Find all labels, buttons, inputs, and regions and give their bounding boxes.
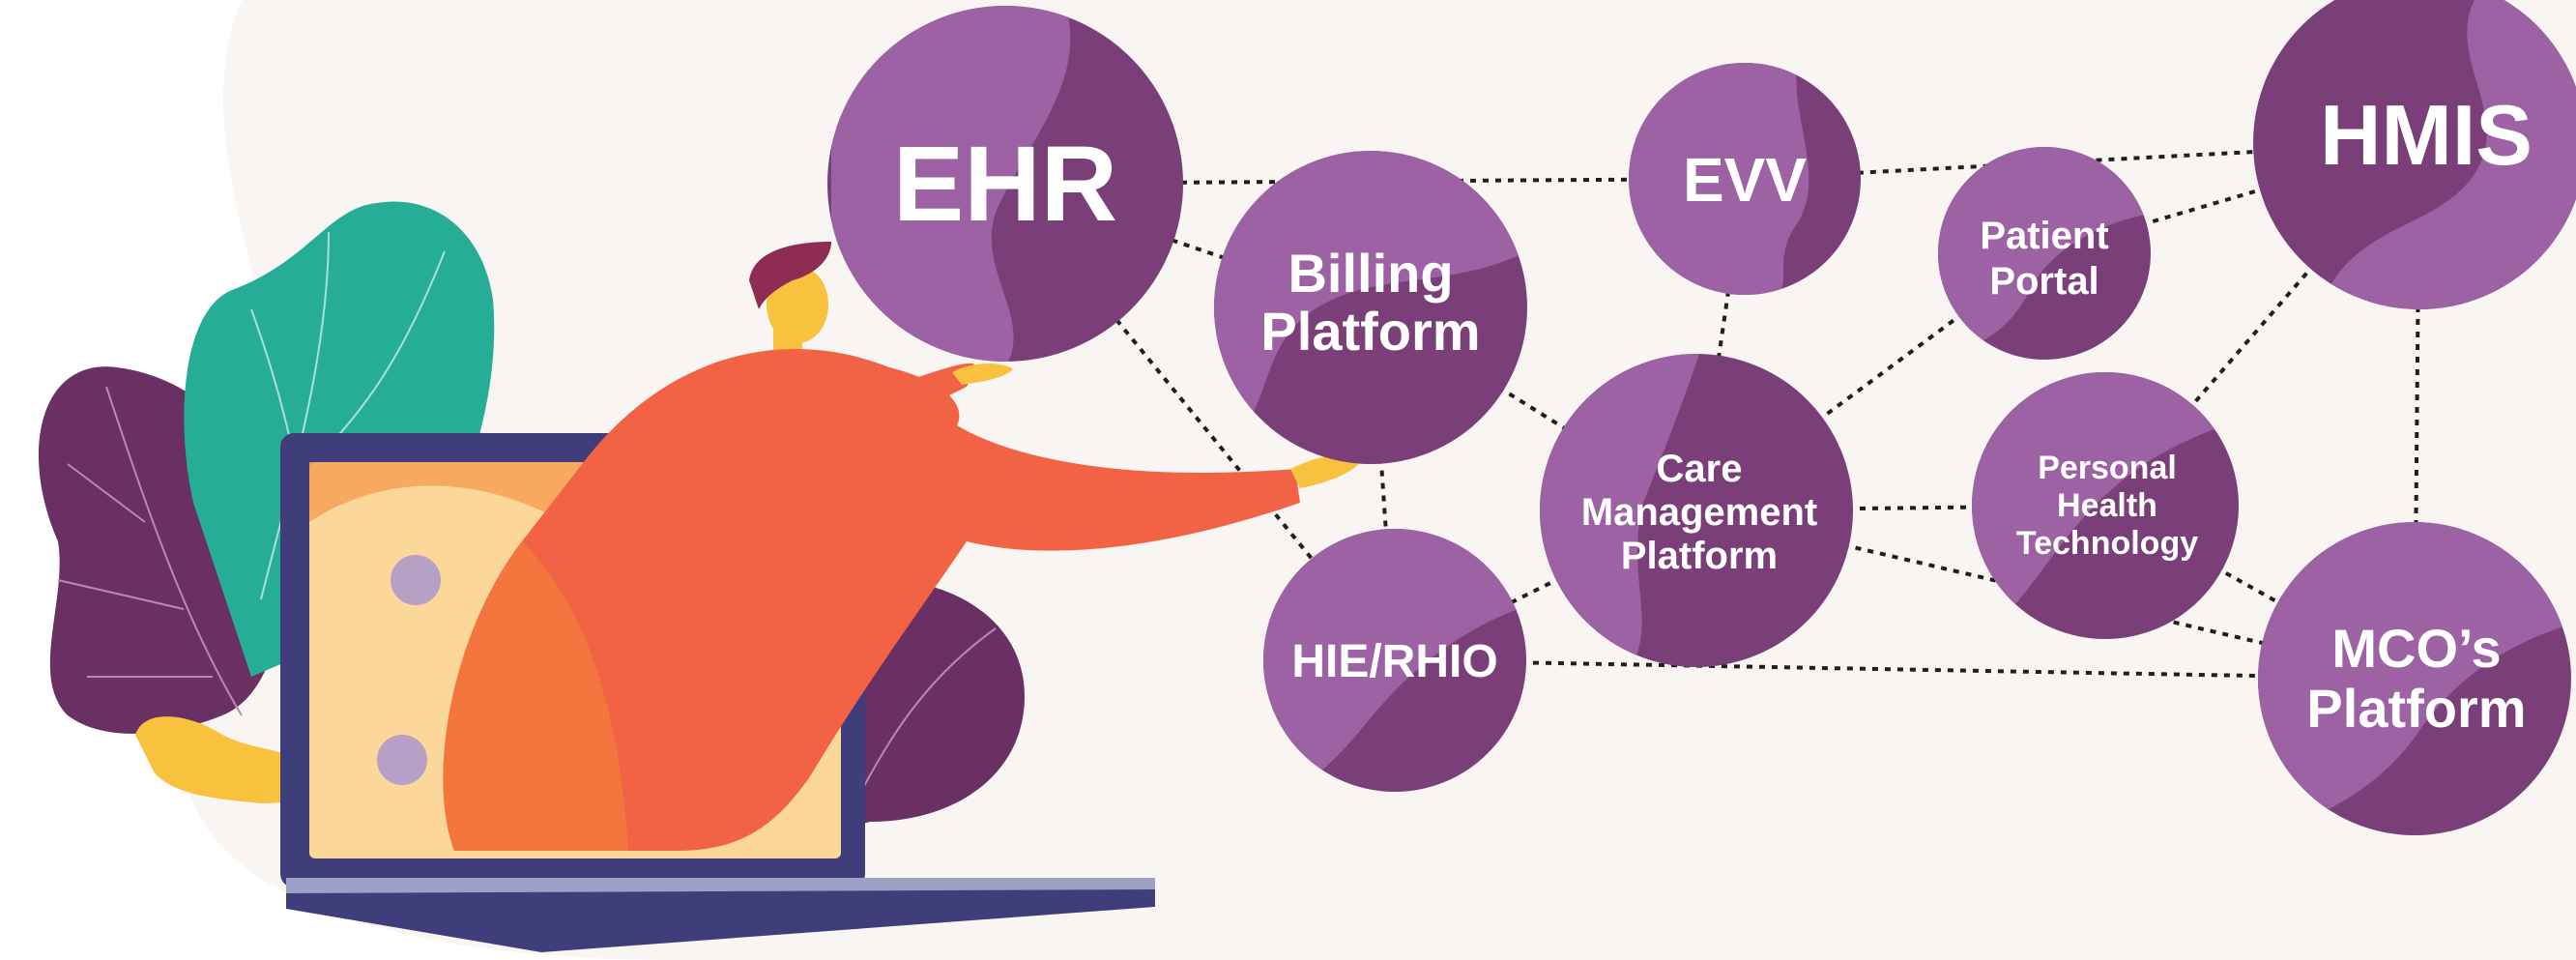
- person-reaching-icon: [443, 242, 1363, 851]
- node-evv-label: EVV: [1683, 145, 1807, 215]
- node-billing-label: Billing: [1288, 243, 1453, 304]
- node-personal-health-label-2: Health: [2057, 487, 2157, 524]
- node-mco-platform: MCO’s Platform: [2258, 522, 2571, 835]
- node-personal-health-label-3: Technology: [2016, 525, 2198, 562]
- connection-personal-health-mco: [2104, 504, 2416, 681]
- node-hmis: HMIS: [2253, 0, 2576, 309]
- node-billing-label-2: Platform: [1260, 301, 1480, 362]
- node-personal-health-label: Personal: [2038, 450, 2177, 486]
- node-hie-rhio-label: HIE/RHIO: [1291, 636, 1497, 687]
- node-care-management-label-2: Management: [1581, 491, 1818, 534]
- node-patient-portal-label-2: Portal: [1989, 260, 2098, 303]
- node-hie-rhio: HIE/RHIO: [1263, 529, 1526, 792]
- node-ehr-label: EHR: [893, 125, 1117, 244]
- node-ehr: EHR: [827, 6, 1183, 362]
- node-care-management-label: Care: [1657, 448, 1743, 490]
- node-evv: EVV: [1629, 63, 1861, 295]
- node-care-management-platform: Care Management Platform: [1540, 354, 1853, 667]
- node-mco-label-2: Platform: [2306, 678, 2526, 739]
- node-billing-platform: Billing Platform: [1214, 151, 1527, 464]
- node-hmis-label: HMIS: [2320, 87, 2533, 183]
- node-patient-portal: Patient Portal: [1938, 147, 2151, 360]
- connection-patient-portal-care-management: [1694, 251, 2046, 512]
- node-care-management-label-3: Platform: [1621, 535, 1778, 577]
- node-personal-health-technology: Personal Health Technology: [1972, 372, 2239, 639]
- node-patient-portal-label: Patient: [1980, 215, 2108, 257]
- node-mco-label: MCO’s: [2331, 618, 2501, 679]
